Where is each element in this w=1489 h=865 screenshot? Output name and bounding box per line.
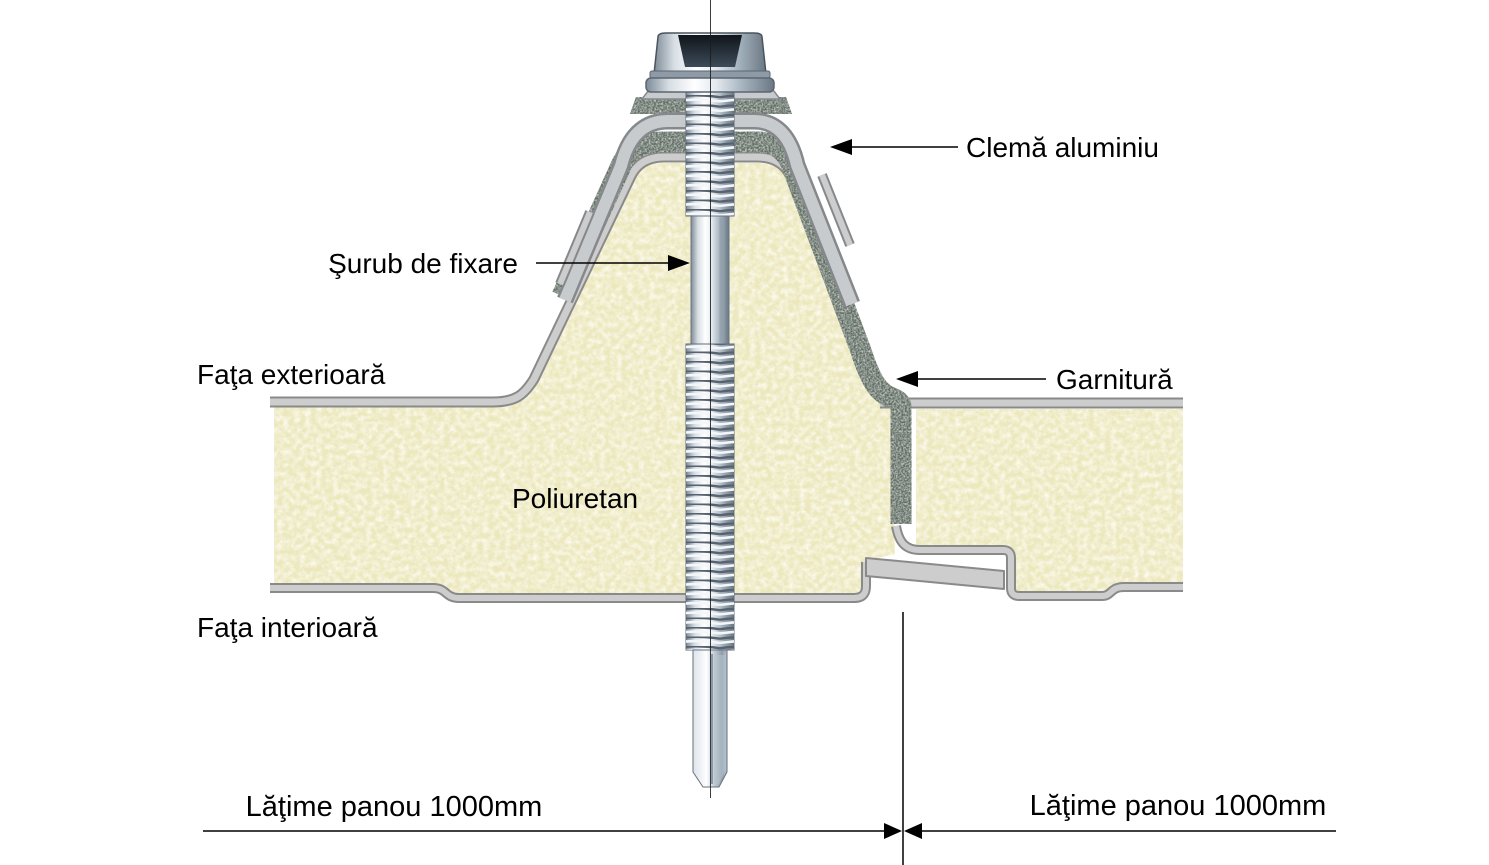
interior-face-sheets bbox=[270, 524, 1183, 603]
clema-arrowhead bbox=[830, 139, 852, 155]
bottom-sheet-left-fill bbox=[270, 562, 869, 601]
foam-left-panel bbox=[274, 163, 895, 594]
bottom-sheet-right-fill bbox=[893, 525, 1183, 599]
garnitura-arrowhead bbox=[896, 371, 918, 387]
surub-arrowhead bbox=[668, 255, 690, 271]
dim-label-left: Lăţime panou 1000mm bbox=[246, 791, 543, 823]
dim-arrowhead-left bbox=[884, 823, 902, 839]
fata-exterioara-label: Faţa exterioară bbox=[197, 359, 386, 390]
dim-label-right: Lăţime panou 1000mm bbox=[1030, 790, 1327, 822]
annotations: Clemă aluminiu Şurub de fixare Faţa exte… bbox=[197, 132, 1336, 865]
fixing-screw bbox=[645, 0, 775, 798]
fata-interioara-label: Faţa interioară bbox=[197, 612, 378, 643]
garnitura-label: Garnitură bbox=[1056, 364, 1173, 395]
screw-tip-facet bbox=[714, 655, 726, 784]
joint-tongue bbox=[865, 557, 1005, 590]
poliuretan-label: Poliuretan bbox=[512, 483, 638, 514]
sheet-edge-strip-left-fill bbox=[557, 210, 593, 286]
dim-arrowhead-right bbox=[904, 823, 922, 839]
surub-label: Şurub de fixare bbox=[328, 248, 518, 279]
clema-label: Clemă aluminiu bbox=[966, 132, 1159, 163]
sheet-edge-strip-right-fill bbox=[819, 173, 853, 247]
